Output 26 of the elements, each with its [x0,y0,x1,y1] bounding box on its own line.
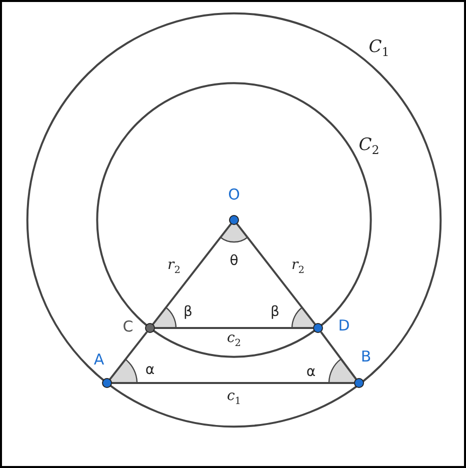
line-segment [109,331,148,380]
line-segment [320,331,357,380]
math-label: c$_{1}$ [226,389,242,407]
math-label: β [270,305,280,319]
point-label: D [338,318,350,334]
point [354,378,364,388]
line-segment [236,223,316,325]
line-segment [155,327,313,329]
math-label: c$_{2}$ [226,331,242,349]
point-label: A [94,352,104,368]
math-label: C$_{2}$ [358,136,380,158]
math-label: α [145,363,155,377]
line-segment [152,223,232,325]
point-label: C [122,320,134,334]
math-label: r$_{2}$ [168,258,180,276]
point [229,215,239,225]
math-label: θ [230,254,238,268]
point [145,323,155,333]
point-label: B [360,350,372,364]
point [102,378,112,388]
line-segment [112,382,354,384]
point-label: O [228,188,240,202]
math-label: β [184,305,192,319]
math-label: α [306,365,316,379]
math-label: r$_{2}$ [292,258,304,276]
math-label: C$_{1}$ [368,38,390,60]
